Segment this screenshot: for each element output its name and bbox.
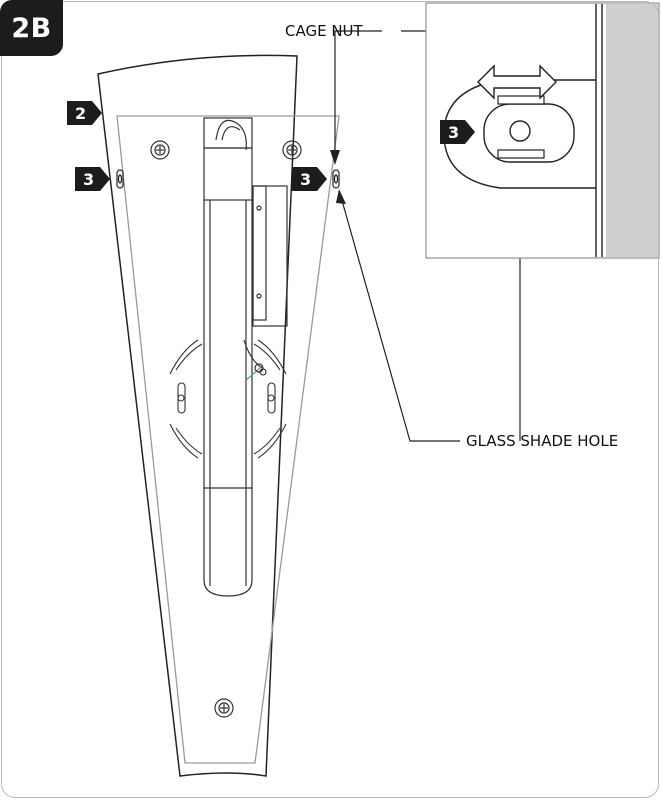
- glass-shade-hole-arrow: [336, 189, 346, 204]
- cage-nut-leader-arrow: [330, 150, 340, 165]
- marker-detail-cage-nut-pointer: [465, 120, 476, 144]
- knockout-arcs: [169, 339, 287, 459]
- marker-detail-cage-nut: 3: [440, 120, 476, 144]
- marker-backplate-pointer: [92, 101, 103, 125]
- wire-bundle: [243, 339, 267, 381]
- marker-right-cage-nut: 3: [292, 167, 328, 191]
- screw-bottom: [214, 698, 234, 718]
- marker-right-cage-nut-pointer: [317, 167, 328, 191]
- slide-direction-arrow: [477, 64, 557, 100]
- glass-shade-hole-leader: [340, 196, 460, 442]
- screw-top-left: [150, 140, 170, 160]
- marker-right-cage-nut-number: 3: [292, 167, 318, 191]
- marker-left-cage-nut-pointer: [100, 167, 111, 191]
- cage-nut-label: CAGE NUT: [285, 22, 363, 40]
- screw-top-right: [282, 140, 302, 160]
- lamp-tube: [203, 147, 253, 597]
- cage-nut-leader-main: [334, 30, 382, 150]
- cage-nut-left: [116, 169, 124, 189]
- cage-nut-right: [332, 169, 340, 189]
- marker-left-cage-nut: 3: [75, 167, 111, 191]
- detail-inset: [425, 2, 660, 259]
- marker-backplate-number: 2: [67, 101, 93, 125]
- ballast: [252, 185, 288, 327]
- marker-backplate: 2: [67, 101, 103, 125]
- marker-detail-cage-nut-number: 3: [440, 120, 466, 144]
- figure-badge: 2B: [0, 0, 63, 56]
- backplate-outline: [116, 115, 340, 764]
- glass-shade-outline: [97, 54, 298, 777]
- marker-left-cage-nut-number: 3: [75, 167, 101, 191]
- mounting-slots: [177, 382, 276, 414]
- glass-shade-hole-label: GLASS SHADE HOLE: [466, 432, 619, 450]
